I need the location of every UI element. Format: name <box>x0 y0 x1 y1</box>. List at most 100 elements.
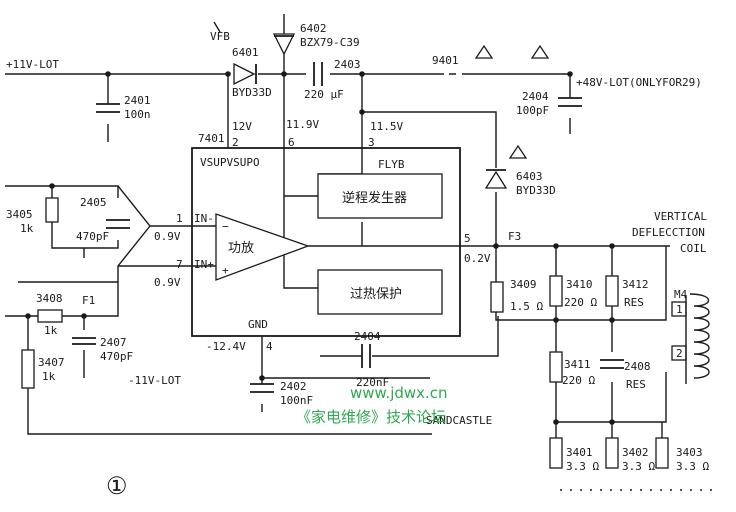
flyback-generator-text: 逆程发生器 <box>342 190 407 206</box>
rail-neg11v-label: -11V-LOT <box>128 374 181 387</box>
voltage-pin5: 0.2V <box>464 252 491 265</box>
coil-label-line1: VERTICAL <box>654 210 707 223</box>
resistor-3405 <box>45 197 59 223</box>
ic-pin-5: 5 <box>464 232 471 245</box>
svg-text:+: + <box>222 264 229 277</box>
ic-pin-4: 4 <box>266 340 273 353</box>
c2404-bottom-val: 220nF <box>356 376 389 389</box>
resistor-3412 <box>605 275 619 307</box>
resistor-3408 <box>37 309 63 323</box>
d6402-type: BZX79-C39 <box>300 36 360 49</box>
flyb-label: FLYB <box>378 158 405 171</box>
r3410-ref: 3410 <box>566 278 593 291</box>
open-triangle-9401 <box>474 44 494 59</box>
r3409-val: 1.5 Ω <box>510 300 543 313</box>
capacitor-2407 <box>72 337 96 345</box>
c2408-ref: 2408 <box>624 360 651 373</box>
r3401-ref: 3401 <box>566 446 593 459</box>
d6401-type: BYD33D <box>232 86 272 99</box>
m4-label: M4 <box>674 288 688 301</box>
resistor-3411 <box>549 351 563 383</box>
resistor-3402 <box>605 437 619 469</box>
c2404-top-val: 100pF <box>516 104 549 117</box>
c2404-top-ref: 2404 <box>522 90 549 103</box>
coil-label-line2: DEFLECCTION <box>632 226 705 239</box>
d6401-ref: 6401 <box>232 46 259 59</box>
ic-ref: 7401 <box>198 132 225 145</box>
m4-pin1: 1 <box>676 303 683 316</box>
c2402-ref: 2402 <box>280 380 307 393</box>
c2401-ref: 2401 <box>124 94 151 107</box>
sandcastle-label: SANDCASTLE <box>426 414 492 427</box>
ic-name: VSUPVSUPO <box>200 156 260 169</box>
ic-v-12: 12V <box>232 120 252 133</box>
f3-label: F3 <box>508 230 521 243</box>
coil-label-line3: COIL <box>680 242 707 255</box>
capacitor-2404-bottom <box>361 344 371 368</box>
d6403-type: BYD33D <box>516 184 556 197</box>
open-triangle-6403 <box>508 144 528 159</box>
c2403-ref: 2403 <box>334 58 361 71</box>
r3410-val: 220 Ω <box>564 296 597 309</box>
resistor-3403 <box>655 437 669 469</box>
voltage-pin7: 0.9V <box>154 276 181 289</box>
rail-11v-label: +11V-LOT <box>6 58 59 71</box>
rail-48v-label: +48V-LOT(ONLYFOR29) <box>576 76 702 89</box>
capacitor-2401 <box>96 103 120 113</box>
f1-label: F1 <box>82 294 95 307</box>
power-amp-text: 功放 <box>228 241 254 256</box>
resistor-3410 <box>549 275 563 307</box>
deflection-coil-m4 <box>671 293 710 384</box>
ic-pin-1: 1 <box>176 212 183 225</box>
resistor-3407 <box>21 349 35 389</box>
r3412-val: RES <box>624 296 644 309</box>
thermal-protection-text: 过热保护 <box>350 287 402 302</box>
r3403-val: 3.3 Ω <box>676 460 709 473</box>
r3412-ref: 3412 <box>622 278 649 291</box>
r3402-val: 3.3 Ω <box>622 460 655 473</box>
diode-6403 <box>484 169 508 189</box>
r3405-val: 1k <box>20 222 34 235</box>
capacitor-2402 <box>250 383 274 393</box>
svg-text:−: − <box>222 220 229 233</box>
vfb-label: VFB <box>210 30 230 43</box>
r3408-ref: 3408 <box>36 292 63 305</box>
voltage-pin1: 0.9V <box>154 230 181 243</box>
ref-9401: 9401 <box>432 54 459 67</box>
r3407-val: 1k <box>42 370 56 383</box>
c2402-val: 100nF <box>280 394 313 407</box>
r3409-ref: 3409 <box>510 278 537 291</box>
ic-v-115: 11.5V <box>370 120 403 133</box>
r3403-ref: 3403 <box>676 446 703 459</box>
c2407-val: 470pF <box>100 350 133 363</box>
wiring <box>5 14 720 491</box>
watermark-text: 《家电维修》技术论坛 <box>296 408 446 426</box>
ic-pin-2: 2 <box>232 136 239 149</box>
c2405-ref: 2405 <box>80 196 107 209</box>
r3407-ref: 3407 <box>38 356 65 369</box>
figure-number: ① <box>106 472 128 500</box>
resistor-3409 <box>490 281 504 313</box>
watermark-url: www.jdwx.cn <box>350 384 448 402</box>
c2407-ref: 2407 <box>100 336 127 349</box>
ic-v-119: 11.9V <box>286 118 319 131</box>
c2401-val: 100n <box>124 108 151 121</box>
ic-pin-6: 6 <box>288 136 295 149</box>
c2405-val: 470pF <box>76 230 109 243</box>
in-minus-label: IN- <box>194 212 214 225</box>
d6403-ref: 6403 <box>516 170 543 183</box>
r3402-ref: 3402 <box>622 446 649 459</box>
thermal-protection-block <box>317 269 443 315</box>
r3401-val: 3.3 Ω <box>566 460 599 473</box>
gnd-label: GND <box>248 318 268 331</box>
ic-7401-body <box>191 147 461 337</box>
diode-6402 <box>272 33 296 56</box>
c2404-bottom-ref: 2404 <box>354 330 381 343</box>
ic-pin-3: 3 <box>368 136 375 149</box>
diode-6401 <box>233 62 257 86</box>
capacitor-2408 <box>600 359 624 369</box>
r3411-val: 220 Ω <box>562 374 595 387</box>
r3405-ref: 3405 <box>6 208 33 221</box>
in-plus-label: IN+ <box>194 258 214 271</box>
capacitor-2405 <box>106 219 130 229</box>
